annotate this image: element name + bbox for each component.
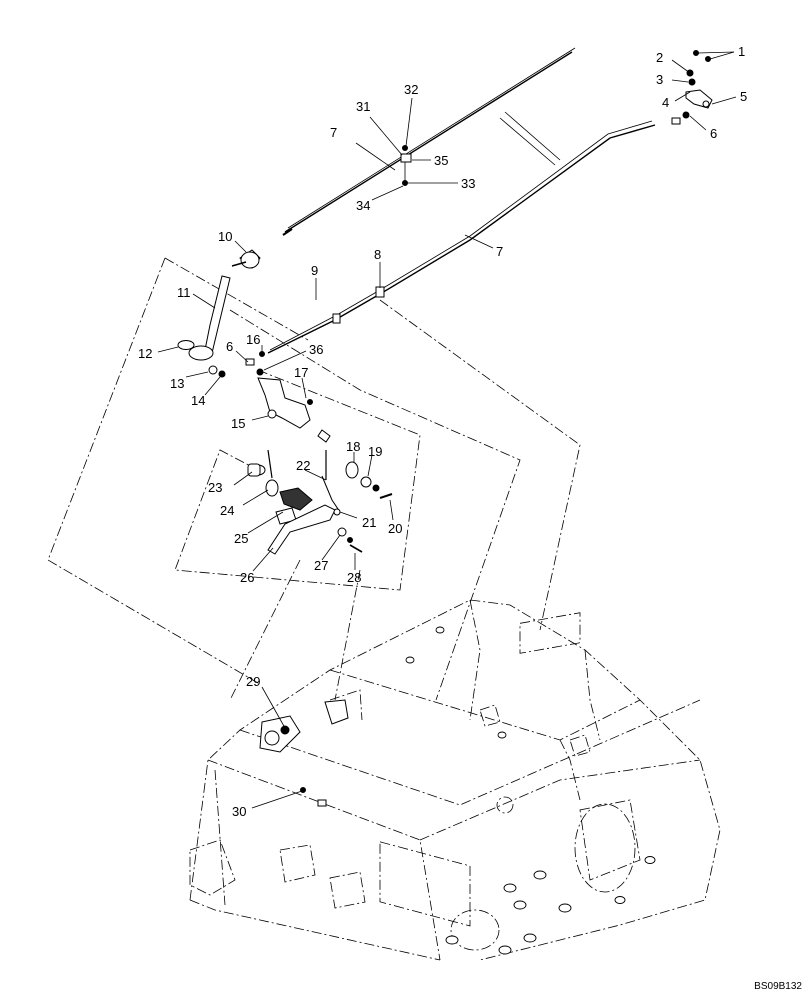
callout-25: 25	[234, 531, 248, 546]
callout-26: 26	[240, 570, 254, 585]
callout-20: 20	[388, 521, 402, 536]
callout-31: 31	[356, 99, 370, 114]
callout-33: 33	[461, 176, 475, 191]
leader-lines	[157, 51, 737, 809]
cable-long	[267, 120, 656, 354]
callout-11: 11	[177, 285, 191, 300]
pivot-pins	[245, 351, 265, 376]
callout-5: 5	[740, 89, 747, 104]
callout-2: 2	[656, 50, 663, 65]
callout-23: 23	[208, 480, 222, 495]
callout-19: 19	[368, 444, 382, 459]
callout-16: 16	[246, 332, 260, 347]
callout-29: 29	[246, 674, 260, 689]
callout-6-top: 6	[710, 126, 717, 141]
callout-21: 21	[362, 515, 376, 530]
callout-28: 28	[347, 570, 361, 585]
callout-labels: 1 2 3 4 5 6 32 31 7 35 33 34 7 8 9 10 11…	[138, 44, 747, 819]
callout-13: 13	[170, 376, 184, 391]
callout-3: 3	[656, 72, 663, 87]
phantom-boundaries	[47, 257, 581, 701]
callout-14: 14	[191, 393, 205, 408]
hand-lever-assembly	[177, 249, 261, 378]
cable-upper-left	[282, 47, 576, 236]
callout-8: 8	[374, 247, 381, 262]
callout-9: 9	[311, 263, 318, 278]
callout-15: 15	[231, 416, 245, 431]
callout-10: 10	[218, 229, 232, 244]
callout-24: 24	[220, 503, 234, 518]
callout-30: 30	[232, 804, 246, 819]
callout-6-mid: 6	[226, 339, 233, 354]
callout-12: 12	[138, 346, 152, 361]
frame-bosses	[405, 626, 656, 955]
callout-36: 36	[309, 342, 323, 357]
callout-7-lower: 7	[496, 244, 503, 259]
callout-4: 4	[662, 95, 669, 110]
callout-1: 1	[738, 44, 745, 59]
bracket-assembly	[257, 377, 331, 480]
callout-22: 22	[296, 458, 310, 473]
callout-34: 34	[356, 198, 370, 213]
callout-27: 27	[314, 558, 328, 573]
guide-lines	[499, 111, 561, 166]
pedal-assembly	[247, 449, 393, 555]
machine-frame	[189, 599, 721, 961]
top-right-hardware	[671, 50, 713, 125]
drawing-reference-code: BS09B132	[754, 981, 802, 992]
callout-32: 32	[404, 82, 418, 97]
callout-35: 35	[434, 153, 448, 168]
lower-pedal-mount	[259, 699, 349, 807]
callout-18: 18	[346, 439, 360, 454]
callout-7-upper: 7	[330, 125, 337, 140]
callout-17: 17	[294, 365, 308, 380]
